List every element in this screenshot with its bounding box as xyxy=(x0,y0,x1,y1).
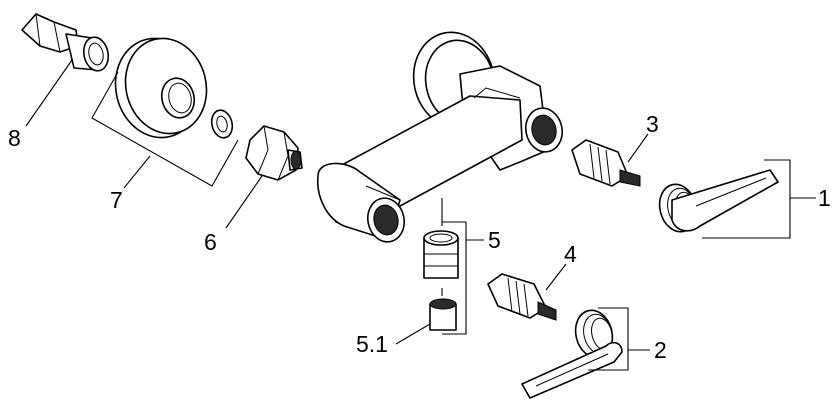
label-5-1: 5.1 xyxy=(356,331,388,357)
part-4-cartridge-lower xyxy=(487,263,567,321)
part-6-offset-nut xyxy=(225,125,303,229)
part-2-lever-handle-lower xyxy=(521,307,650,399)
label-4: 4 xyxy=(564,241,577,267)
label-5: 5 xyxy=(488,227,501,253)
label-2: 2 xyxy=(654,337,667,363)
faucet-body xyxy=(317,31,563,243)
part-7-washer xyxy=(210,109,234,139)
part-7-rosette xyxy=(91,37,239,189)
label-3: 3 xyxy=(646,111,659,137)
part-3-cartridge-upper xyxy=(571,133,649,187)
part-5-1-sleeve xyxy=(395,288,457,345)
part-8-inlet-connector xyxy=(21,13,110,127)
label-7: 7 xyxy=(110,187,123,213)
part-1-lever-handle-upper xyxy=(658,159,816,239)
label-8: 8 xyxy=(8,125,21,151)
label-1: 1 xyxy=(818,185,831,211)
label-6: 6 xyxy=(204,229,217,255)
part-5-flow-regulator xyxy=(423,198,484,335)
